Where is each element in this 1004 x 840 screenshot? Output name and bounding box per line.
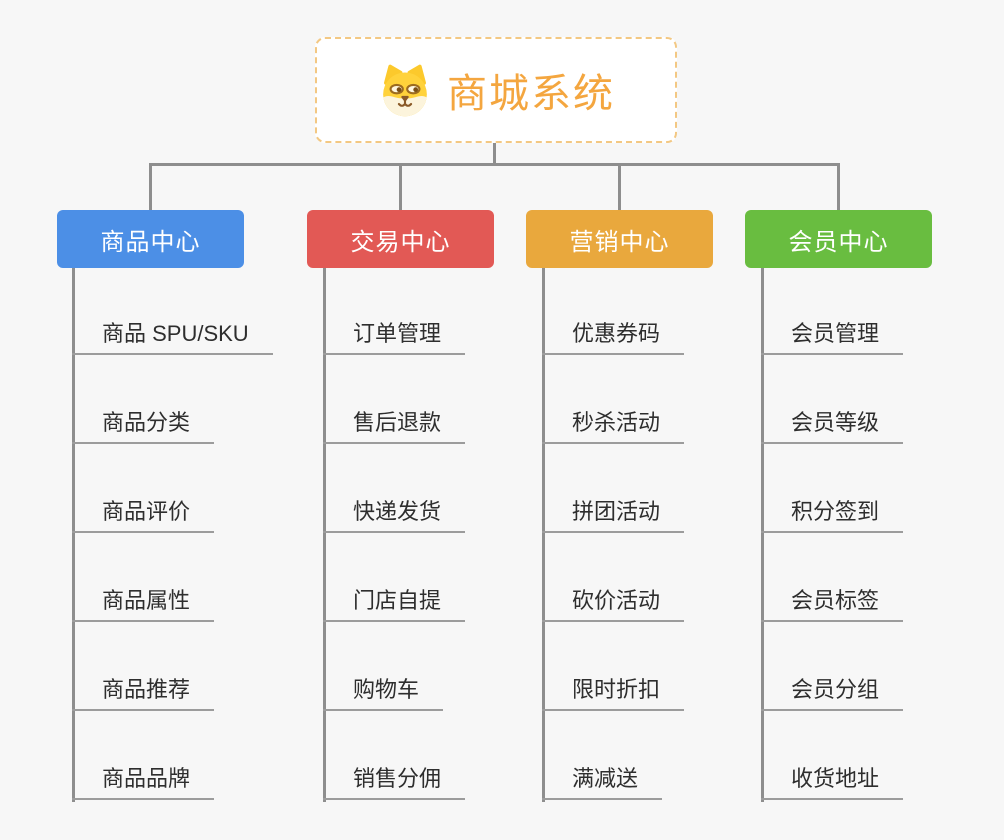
- branch-label: 营销中心: [569, 228, 670, 256]
- root-title: 商城系统: [447, 72, 615, 116]
- connector-drop-4: [837, 163, 840, 210]
- child-node[interactable]: 订单管理: [323, 313, 466, 355]
- child-node[interactable]: 满减送: [542, 758, 663, 800]
- connector-bus: [149, 163, 840, 166]
- child-node[interactable]: 会员标签: [761, 580, 904, 622]
- child-node[interactable]: 会员管理: [761, 313, 904, 355]
- child-node[interactable]: 优惠券码: [542, 313, 685, 355]
- branch-product-center[interactable]: 商品中心: [57, 210, 244, 268]
- child-node[interactable]: 购物车: [323, 669, 444, 711]
- child-node[interactable]: 门店自提: [323, 580, 466, 622]
- branch-label: 商品中心: [100, 228, 201, 256]
- connector-drop-2: [399, 163, 402, 210]
- child-node[interactable]: 售后退款: [323, 402, 466, 444]
- branch-member-center[interactable]: 会员中心: [745, 210, 932, 268]
- branch-label: 交易中心: [350, 228, 451, 256]
- child-node[interactable]: 会员等级: [761, 402, 904, 444]
- child-node[interactable]: 收货地址: [761, 758, 904, 800]
- child-node[interactable]: 商品推荐: [72, 669, 215, 711]
- connector-root-stub: [493, 141, 496, 165]
- connector-trunk-3: [542, 268, 545, 802]
- child-node[interactable]: 商品评价: [72, 491, 215, 533]
- connector-trunk-2: [323, 268, 326, 802]
- connector-trunk-1: [72, 268, 75, 802]
- child-node[interactable]: 积分签到: [761, 491, 904, 533]
- child-node[interactable]: 会员分组: [761, 669, 904, 711]
- child-node[interactable]: 销售分佣: [323, 758, 466, 800]
- connector-drop-1: [149, 163, 152, 210]
- root-node[interactable]: 商城系统: [315, 37, 677, 143]
- child-node[interactable]: 砍价活动: [542, 580, 685, 622]
- branch-label: 会员中心: [788, 228, 889, 256]
- connector-trunk-4: [761, 268, 764, 802]
- branch-trade-center[interactable]: 交易中心: [307, 210, 494, 268]
- child-node[interactable]: 秒杀活动: [542, 402, 685, 444]
- child-node[interactable]: 快递发货: [323, 491, 466, 533]
- child-node[interactable]: 商品分类: [72, 402, 215, 444]
- child-node[interactable]: 商品品牌: [72, 758, 215, 800]
- child-node[interactable]: 商品属性: [72, 580, 215, 622]
- dog-face-icon: [383, 64, 427, 117]
- child-node[interactable]: 商品 SPU/SKU: [72, 313, 273, 355]
- child-node[interactable]: 限时折扣: [542, 669, 685, 711]
- child-node[interactable]: 拼团活动: [542, 491, 685, 533]
- branch-marketing-center[interactable]: 营销中心: [526, 210, 713, 268]
- connector-drop-3: [618, 163, 621, 210]
